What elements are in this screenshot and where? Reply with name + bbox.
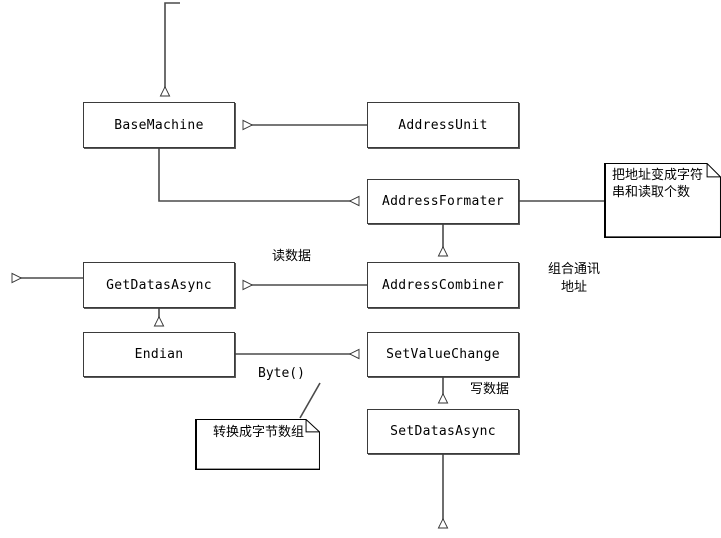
label-combine-communication-address: 组合通讯 地址 [547, 262, 600, 295]
node-get-datas-async-label: GetDatasAsync [106, 277, 212, 293]
edge-label-write-data: 写数据 [470, 382, 510, 397]
node-set-datas-async[interactable]: SetDatasAsync [367, 409, 519, 454]
note-bytes-description: 转换成字节数组 [195, 419, 320, 470]
node-endian[interactable]: Endian [83, 332, 235, 377]
connector-external-top-to-base-machine [165, 2, 180, 96]
edge-label-byte: Byte() [258, 366, 305, 381]
edge-label-read-data: 读数据 [272, 249, 312, 264]
node-set-datas-async-label: SetDatasAsync [390, 424, 496, 439]
node-base-machine-label: BaseMachine [114, 117, 204, 133]
node-address-combiner-label: AddressCombiner [382, 277, 504, 293]
node-address-unit-label: AddressUnit [398, 117, 488, 133]
note-address-description: 把地址变成字符串和读取个数 [604, 163, 721, 238]
node-address-formater[interactable]: AddressFormater [367, 179, 519, 224]
note-address-description-text: 把地址变成字符串和读取个数 [612, 168, 704, 200]
node-base-machine[interactable]: BaseMachine [83, 102, 235, 148]
node-address-unit[interactable]: AddressUnit [367, 102, 519, 148]
node-address-formater-label: AddressFormater [382, 194, 504, 209]
node-address-combiner[interactable]: AddressCombiner [367, 262, 519, 308]
node-endian-label: Endian [134, 347, 184, 362]
node-set-value-change[interactable]: SetValueChange [367, 332, 519, 377]
connector-note-bytes-to-endian-edge [299, 382, 321, 419]
node-set-value-change-label: SetValueChange [386, 347, 500, 362]
connector-base-machine-to-address-formater [158, 148, 359, 201]
note-bytes-description-text: 转换成字节数组 [212, 425, 304, 440]
node-get-datas-async[interactable]: GetDatasAsync [83, 262, 235, 308]
